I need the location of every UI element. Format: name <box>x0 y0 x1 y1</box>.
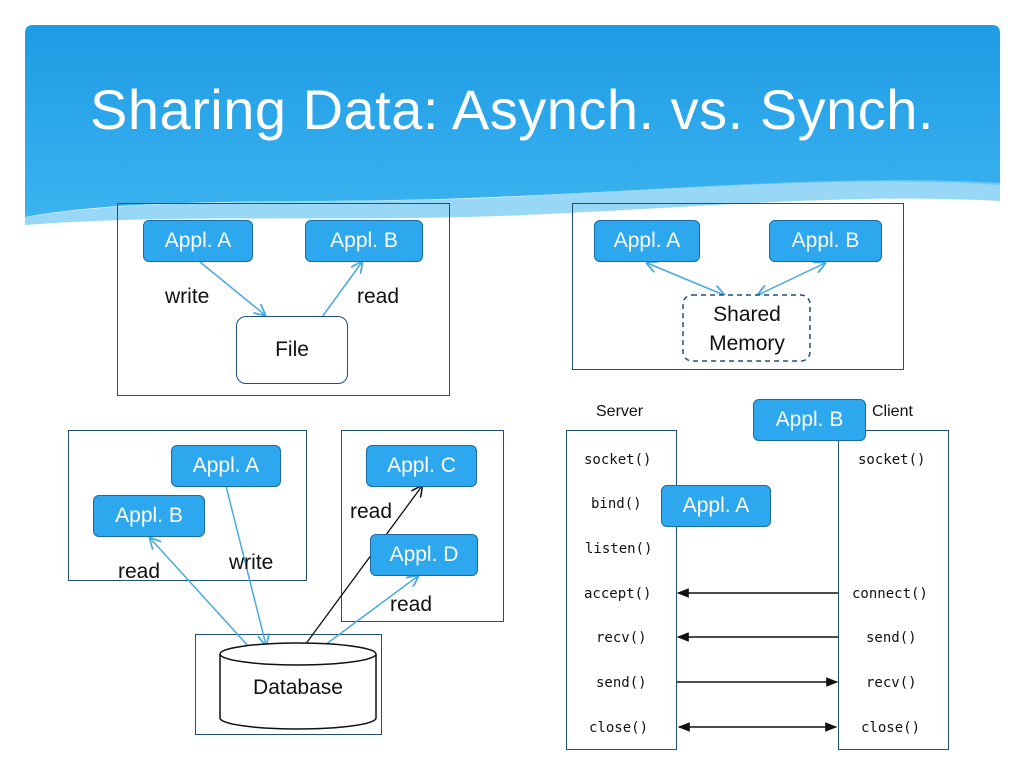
file-appl-b[interactable]: Appl. B <box>305 220 423 262</box>
socket-appl-b[interactable]: Appl. B <box>753 399 866 441</box>
client-call: recv() <box>866 675 917 691</box>
client-call: connect() <box>852 586 928 602</box>
shared-memory-frame <box>572 203 904 370</box>
client-heading: Client <box>872 403 913 420</box>
header-wave <box>25 25 1000 225</box>
client-call: close() <box>861 720 921 736</box>
socket-appl-a[interactable]: Appl. A <box>661 485 771 527</box>
server-call: bind() <box>591 496 642 512</box>
server-call: close() <box>589 720 649 736</box>
db-write-a-label: write <box>229 551 274 574</box>
db-read-d-label: read <box>390 593 433 616</box>
db-appl-c[interactable]: Appl. C <box>366 445 477 487</box>
db-appl-a[interactable]: Appl. A <box>171 445 281 487</box>
server-call: send() <box>596 675 647 691</box>
server-column <box>566 430 677 750</box>
db-appl-d[interactable]: Appl. D <box>370 534 478 576</box>
shared-memory-label: Shared Memory <box>709 303 785 355</box>
server-heading: Server <box>596 403 644 420</box>
file-box <box>236 316 348 384</box>
shared-appl-b[interactable]: Appl. B <box>769 220 882 262</box>
db-read-c-label: read <box>350 500 393 523</box>
server-call: listen() <box>585 541 653 557</box>
db-read-b-label: read <box>118 560 161 583</box>
file-read-label: read <box>357 285 400 308</box>
server-call: recv() <box>596 630 647 646</box>
client-call: send() <box>866 630 917 646</box>
file-write-label: write <box>165 285 210 308</box>
shared-appl-a[interactable]: Appl. A <box>594 220 700 262</box>
file-diagram-frame <box>117 203 450 396</box>
server-call: accept() <box>584 586 652 602</box>
server-call: socket() <box>584 452 652 468</box>
file-label: File <box>275 338 309 361</box>
database-frame <box>195 634 382 735</box>
database-label: Database <box>253 676 343 699</box>
page-title: Sharing Data: Asynch. vs. Synch. <box>90 78 934 141</box>
header-banner <box>25 25 1000 225</box>
client-column <box>838 430 949 750</box>
client-call: socket() <box>858 452 926 468</box>
db-appl-b[interactable]: Appl. B <box>93 495 205 537</box>
file-appl-a[interactable]: Appl. A <box>143 220 253 262</box>
